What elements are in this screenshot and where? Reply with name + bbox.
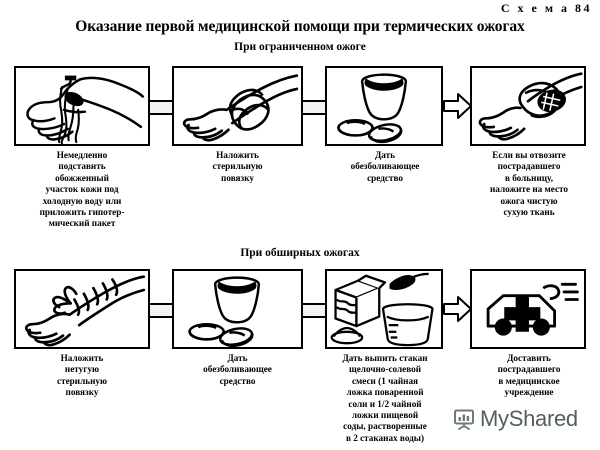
watermark-text: MyShared <box>480 406 578 431</box>
presentation-easel-icon <box>453 408 475 430</box>
caption-line: Дать <box>374 150 396 160</box>
caption-line: учреждение <box>504 387 554 398</box>
page-title: Оказание первой медицинской помощи при т… <box>75 18 525 35</box>
caption-line: Если вы отвозите <box>492 150 566 160</box>
step-illustration-ambulance <box>470 269 586 349</box>
caption-line: мический пакет <box>48 218 116 229</box>
step-caption-2-2: Дать обезболивающее средство <box>165 353 310 387</box>
step-connector-1 <box>150 100 172 115</box>
step-caption-1-3: Дать обезболивающее средство <box>312 150 458 184</box>
right-block-arrow-icon <box>443 93 472 119</box>
step-illustration-spiral-bandaged-arm <box>14 269 150 349</box>
caption-line: обезболивающее <box>203 364 272 375</box>
step-illustration-cup-with-pills <box>325 66 443 146</box>
step-illustration-bandaged-forearm <box>172 66 303 146</box>
caption-line: средство <box>219 375 256 386</box>
caption-line: приложить гипотер- <box>39 207 125 218</box>
caption-line: участок кожи под <box>45 184 119 195</box>
caption-line: сухую ткань <box>503 207 555 218</box>
caption-line: Доставить <box>507 353 551 363</box>
right-block-arrow-icon <box>443 296 472 322</box>
step-row-extensive-burn <box>0 269 600 349</box>
caption-line: ложки пищевой <box>351 410 419 421</box>
caption-line: стерильную <box>57 375 107 386</box>
caption-line: повязку <box>65 387 99 398</box>
caption-line: соды, растворенные <box>343 421 427 432</box>
caption-line: Немедленно <box>56 150 108 160</box>
step-caption-2-3: Дать выпить стакан щелочно-солевой смеси… <box>312 353 458 444</box>
caption-line: Наложить <box>216 150 259 160</box>
watermark: MyShared <box>453 406 578 432</box>
arm-wrapped-in-cloth-icon <box>478 72 583 141</box>
step-illustration-arm-wrapped-in-cloth <box>470 66 586 146</box>
caption-line: в медицинское <box>498 375 560 386</box>
caption-line: обезболивающее <box>350 161 420 172</box>
flow-arrow-2 <box>443 295 472 323</box>
caption-line: обожженный <box>55 172 109 183</box>
salt-soda-spoon-glass-icon <box>330 272 434 347</box>
caption-line: Наложить <box>60 353 104 363</box>
step-connector-4 <box>303 303 325 318</box>
caption-line: пострадавшего <box>497 161 561 172</box>
caption-line: в больницу, <box>504 172 554 183</box>
caption-line: повязку <box>221 172 254 183</box>
scheme-number: С х е м а 84 <box>500 1 592 15</box>
caption-line: щелочно-солевой <box>348 364 422 375</box>
caption-line: нетугую <box>64 364 100 375</box>
caption-line: пострадавшего <box>497 364 561 375</box>
spiral-bandaged-arm-icon <box>24 275 146 347</box>
step-caption-1-1: Немедленно подставить обожженный участок… <box>2 150 162 230</box>
step-caption-1-4: Если вы отвозите пострадавшего в больниц… <box>462 150 596 218</box>
cup-with-pills-icon <box>337 73 408 144</box>
step-caption-1-2: Наложить стерильную повязку <box>165 150 310 184</box>
step-illustration-arm-under-running-water <box>14 66 150 146</box>
caption-line: наложите на место <box>489 184 569 195</box>
caption-line: ожога чистую <box>500 195 558 206</box>
step-connector-3 <box>150 303 172 318</box>
step-connector-2 <box>303 100 325 115</box>
caption-line: смеси (1 чайная <box>351 375 419 386</box>
step-illustration-cup-with-pills-2 <box>172 269 303 349</box>
step-row-limited-burn <box>0 66 600 146</box>
step-caption-2-4: Доставить пострадавшего в медицинское уч… <box>462 353 596 399</box>
arm-under-running-water-icon <box>26 75 145 144</box>
caption-line: Дать выпить стакан <box>342 353 428 363</box>
section-heading-limited-burn: При ограниченном ожоге <box>234 41 366 53</box>
caption-line: средство <box>367 172 403 183</box>
caption-line: ложка поваренной <box>346 387 424 398</box>
ambulance-icon <box>486 282 579 336</box>
step-illustration-salt-soda-spoon-glass <box>325 269 443 349</box>
caption-line: Дать <box>227 353 248 363</box>
caption-line: холодную воду или <box>42 195 122 206</box>
step-caption-2-1: Наложить нетугую стерильную повязку <box>2 353 162 399</box>
caption-line: подставить <box>58 161 106 172</box>
caption-line: в 2 стаканах воды) <box>345 432 425 443</box>
flow-arrow-1 <box>443 92 472 120</box>
caption-line: стерильную <box>212 161 263 172</box>
cup-with-pills-icon <box>188 276 261 347</box>
caption-line: соли и 1/2 чайной <box>348 398 422 409</box>
bandaged-forearm-icon <box>182 74 299 142</box>
section-heading-extensive-burn: При обширных ожогах <box>240 247 360 259</box>
